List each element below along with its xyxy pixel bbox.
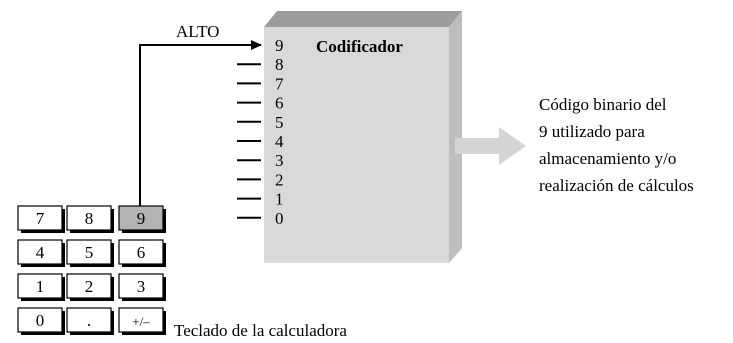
key-7[interactable]: 7 xyxy=(17,205,65,233)
key-face xyxy=(66,273,112,299)
key-label: 6 xyxy=(137,243,146,262)
key-label: 7 xyxy=(36,209,45,228)
key-8[interactable]: 8 xyxy=(66,205,114,233)
encoder-box xyxy=(264,11,462,263)
key-4[interactable]: 4 xyxy=(17,239,65,267)
key-0[interactable]: 0 xyxy=(17,307,65,335)
key-9[interactable]: 9 xyxy=(118,205,166,233)
key-face xyxy=(118,239,164,265)
high-signal-label: ALTO xyxy=(176,22,219,41)
encoder-title: Codificador xyxy=(316,37,403,56)
output-text-line: almacenamiento y/o xyxy=(539,149,676,168)
key-face xyxy=(118,273,164,299)
output-arrow xyxy=(455,127,526,165)
key-face xyxy=(66,239,112,265)
input-label-5: 5 xyxy=(275,113,284,132)
encoder-box-side xyxy=(449,11,462,263)
key-decimal[interactable]: . xyxy=(66,307,114,335)
key-label: 5 xyxy=(85,243,94,262)
output-text-line: realización de cálculos xyxy=(539,176,694,195)
key-face xyxy=(17,239,63,265)
input-label-1: 1 xyxy=(275,190,284,209)
key-label: +/– xyxy=(132,314,150,329)
key-3[interactable]: 3 xyxy=(118,273,166,301)
key-5[interactable]: 5 xyxy=(66,239,114,267)
key-face xyxy=(17,205,63,231)
key-label: 1 xyxy=(36,277,45,296)
output-text-line: 9 utilizado para xyxy=(539,122,645,141)
key-sign[interactable]: +/– xyxy=(118,307,166,335)
key-label: 8 xyxy=(85,209,94,228)
input-label-2: 2 xyxy=(275,170,284,189)
key-2[interactable]: 2 xyxy=(66,273,114,301)
encoder-box-front xyxy=(264,27,449,263)
input-label-6: 6 xyxy=(275,94,284,113)
high-signal-arrowhead xyxy=(251,40,262,50)
input-label-3: 3 xyxy=(275,151,284,170)
key-face xyxy=(118,307,164,333)
key-face xyxy=(118,205,164,231)
key-face xyxy=(17,307,63,333)
input-label-7: 7 xyxy=(275,74,284,93)
key-face xyxy=(66,307,112,333)
output-description: Código binario del 9 utilizado para alma… xyxy=(539,95,694,195)
input-label-0: 0 xyxy=(275,209,284,228)
input-label-8: 8 xyxy=(275,55,284,74)
high-signal-wire xyxy=(139,44,261,207)
key-face xyxy=(17,273,63,299)
keypad-caption: Teclado de la calculadora xyxy=(174,321,347,340)
output-text-line: Código binario del xyxy=(539,95,667,114)
input-label-4: 4 xyxy=(275,132,284,151)
key-label: 9 xyxy=(137,209,146,228)
key-6[interactable]: 6 xyxy=(118,239,166,267)
key-face xyxy=(66,205,112,231)
calculator-keypad: 7 8 9 4 5 6 1 2 3 0. +/– xyxy=(17,205,166,335)
key-label: 2 xyxy=(85,277,94,296)
input-label-9: 9 xyxy=(275,36,284,55)
key-1[interactable]: 1 xyxy=(17,273,65,301)
key-label: 0 xyxy=(36,311,45,330)
key-label: 4 xyxy=(36,243,45,262)
key-label: 3 xyxy=(137,277,146,296)
encoder-box-top xyxy=(264,11,462,27)
key-label: . xyxy=(87,311,91,330)
